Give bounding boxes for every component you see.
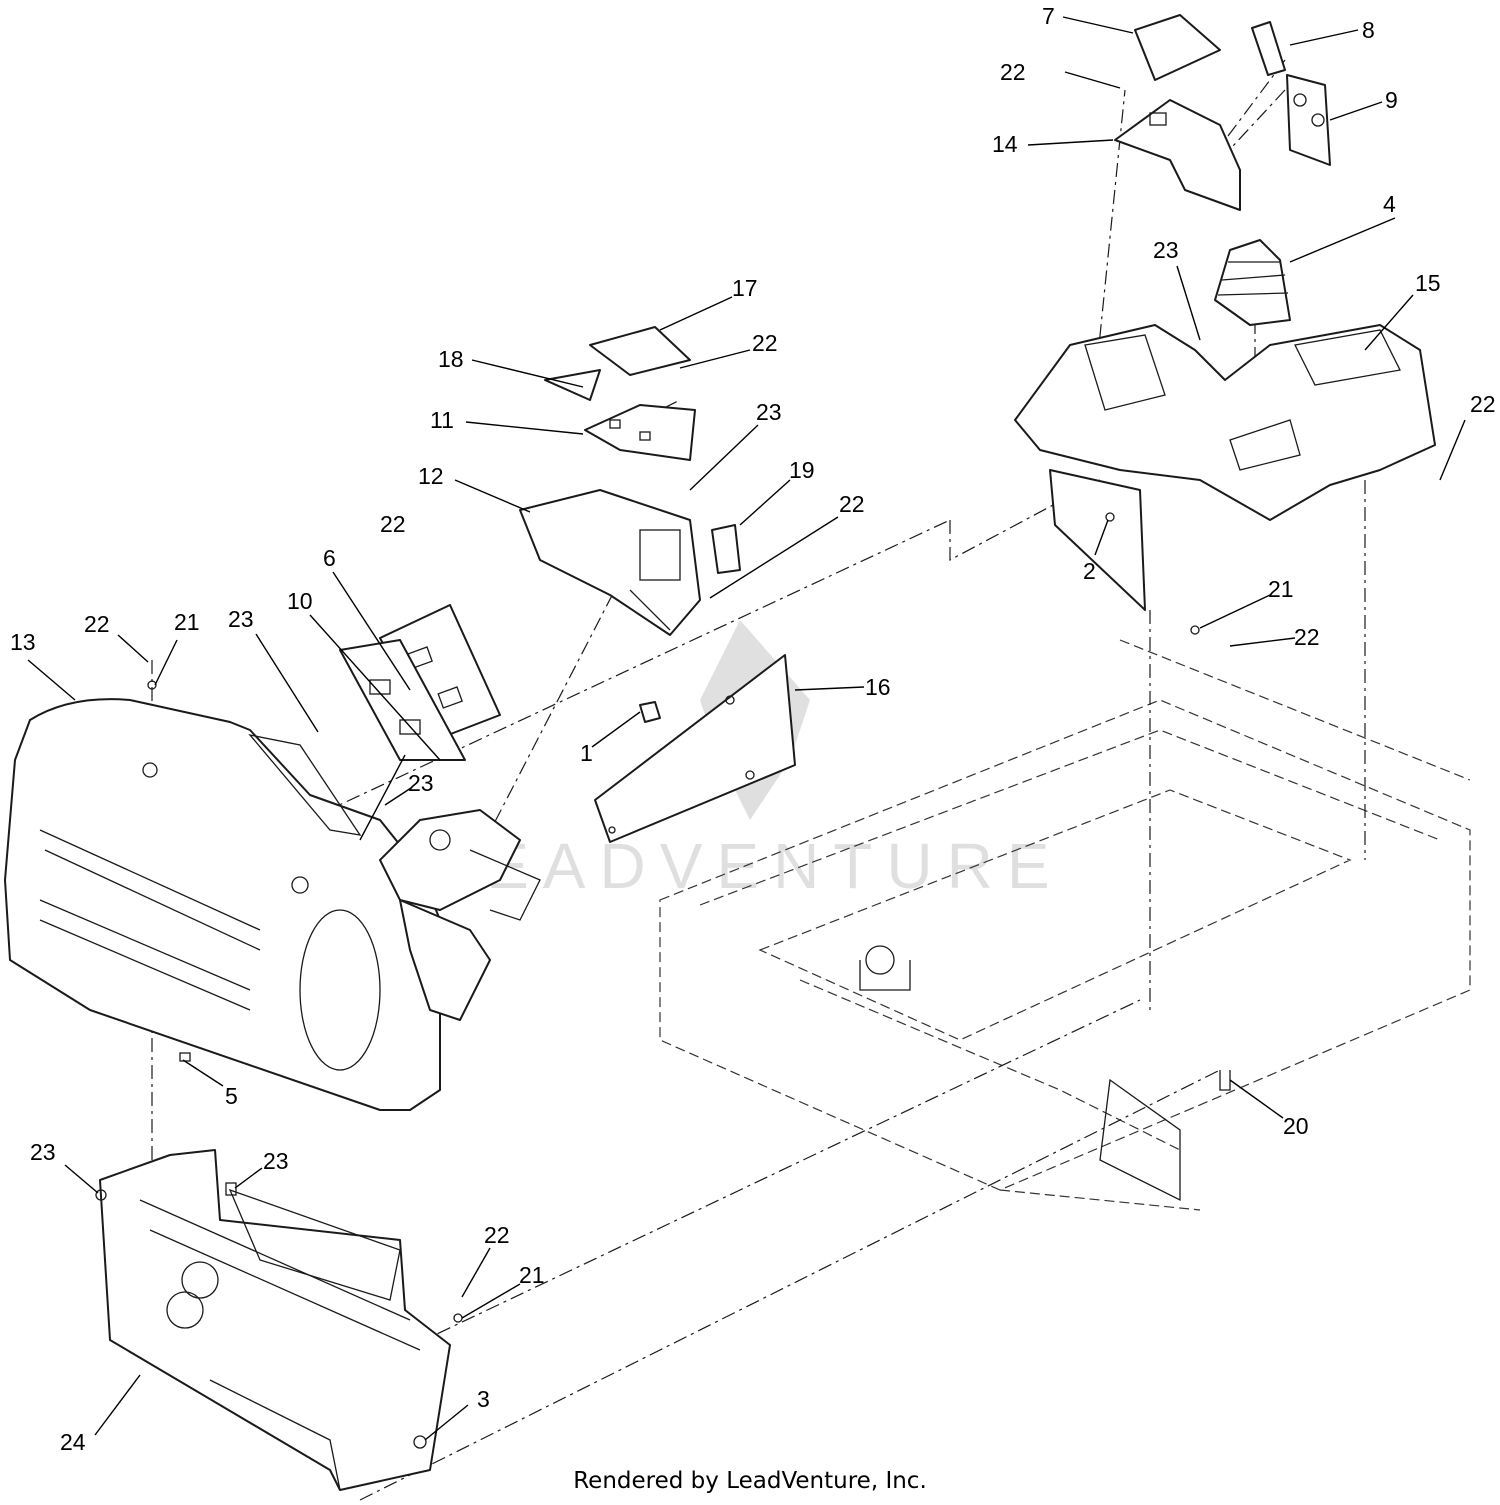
callout-2: 2 (1083, 558, 1096, 584)
part-17-plate (589, 326, 691, 376)
callout-23: 23 (228, 606, 254, 632)
callout-18: 18 (438, 346, 464, 372)
callout-11: 11 (430, 407, 454, 433)
callout-21: 21 (519, 1262, 545, 1288)
callout-labels: 7 8 22 9 14 4 23 15 17 22 18 22 11 23 12… (10, 3, 1496, 1455)
callout-15: 15 (1415, 270, 1441, 296)
callout-23: 23 (408, 770, 434, 796)
part-24-front-frame (99, 1149, 451, 1491)
callout-17: 17 (732, 275, 758, 301)
callout-24: 24 (60, 1429, 86, 1455)
callout-6: 6 (323, 545, 336, 571)
callout-22: 22 (484, 1222, 510, 1248)
part-7-plate (1134, 14, 1221, 81)
footer-credit: Rendered by LeadVenture, Inc. (573, 1468, 927, 1494)
callout-20: 20 (1283, 1113, 1309, 1139)
part-16-side-panel (594, 654, 796, 843)
part-13-hood (4, 698, 441, 1111)
fasteners (95, 512, 1231, 1449)
callout-1: 1 (580, 740, 593, 766)
callout-23: 23 (1153, 237, 1179, 263)
alignment-lines (151, 59, 1366, 1501)
callout-9: 9 (1385, 87, 1398, 113)
callout-22: 22 (1000, 59, 1026, 85)
callout-22: 22 (84, 611, 110, 637)
callout-23: 23 (30, 1139, 56, 1165)
steering-mechanism (379, 809, 541, 1021)
callout-12: 12 (418, 463, 444, 489)
part-1-knob (639, 701, 661, 723)
callout-19: 19 (789, 457, 815, 483)
callout-3: 3 (477, 1386, 490, 1412)
callout-22: 22 (1470, 391, 1496, 417)
leader-lines (27, 16, 1466, 1441)
part-19-decal (711, 524, 741, 574)
callout-22: 22 (839, 491, 865, 517)
callout-10: 10 (287, 588, 313, 614)
callout-14: 14 (992, 131, 1018, 157)
part-4-boot (1214, 239, 1291, 326)
callout-16: 16 (865, 674, 891, 700)
part-14-bracket (1114, 99, 1241, 211)
callout-22: 22 (752, 330, 778, 356)
callout-4: 4 (1383, 191, 1396, 217)
callout-23: 23 (263, 1148, 289, 1174)
part-15-console (1014, 324, 1436, 611)
part-8-decal (1251, 21, 1286, 76)
callout-21: 21 (174, 609, 200, 635)
callout-21: 21 (1268, 576, 1294, 602)
callout-7: 7 (1042, 3, 1055, 29)
callout-13: 13 (10, 629, 36, 655)
callout-22: 22 (1294, 624, 1320, 650)
part-12-console (519, 489, 701, 636)
part-9-decal (1286, 74, 1331, 166)
watermark-text: LEADVENTURE (437, 830, 1064, 902)
callout-8: 8 (1362, 17, 1375, 43)
callout-22: 22 (380, 511, 406, 537)
chassis-frame (659, 639, 1471, 1211)
callout-5: 5 (225, 1083, 238, 1109)
part-11-bracket (584, 404, 696, 461)
callout-23: 23 (756, 399, 782, 425)
